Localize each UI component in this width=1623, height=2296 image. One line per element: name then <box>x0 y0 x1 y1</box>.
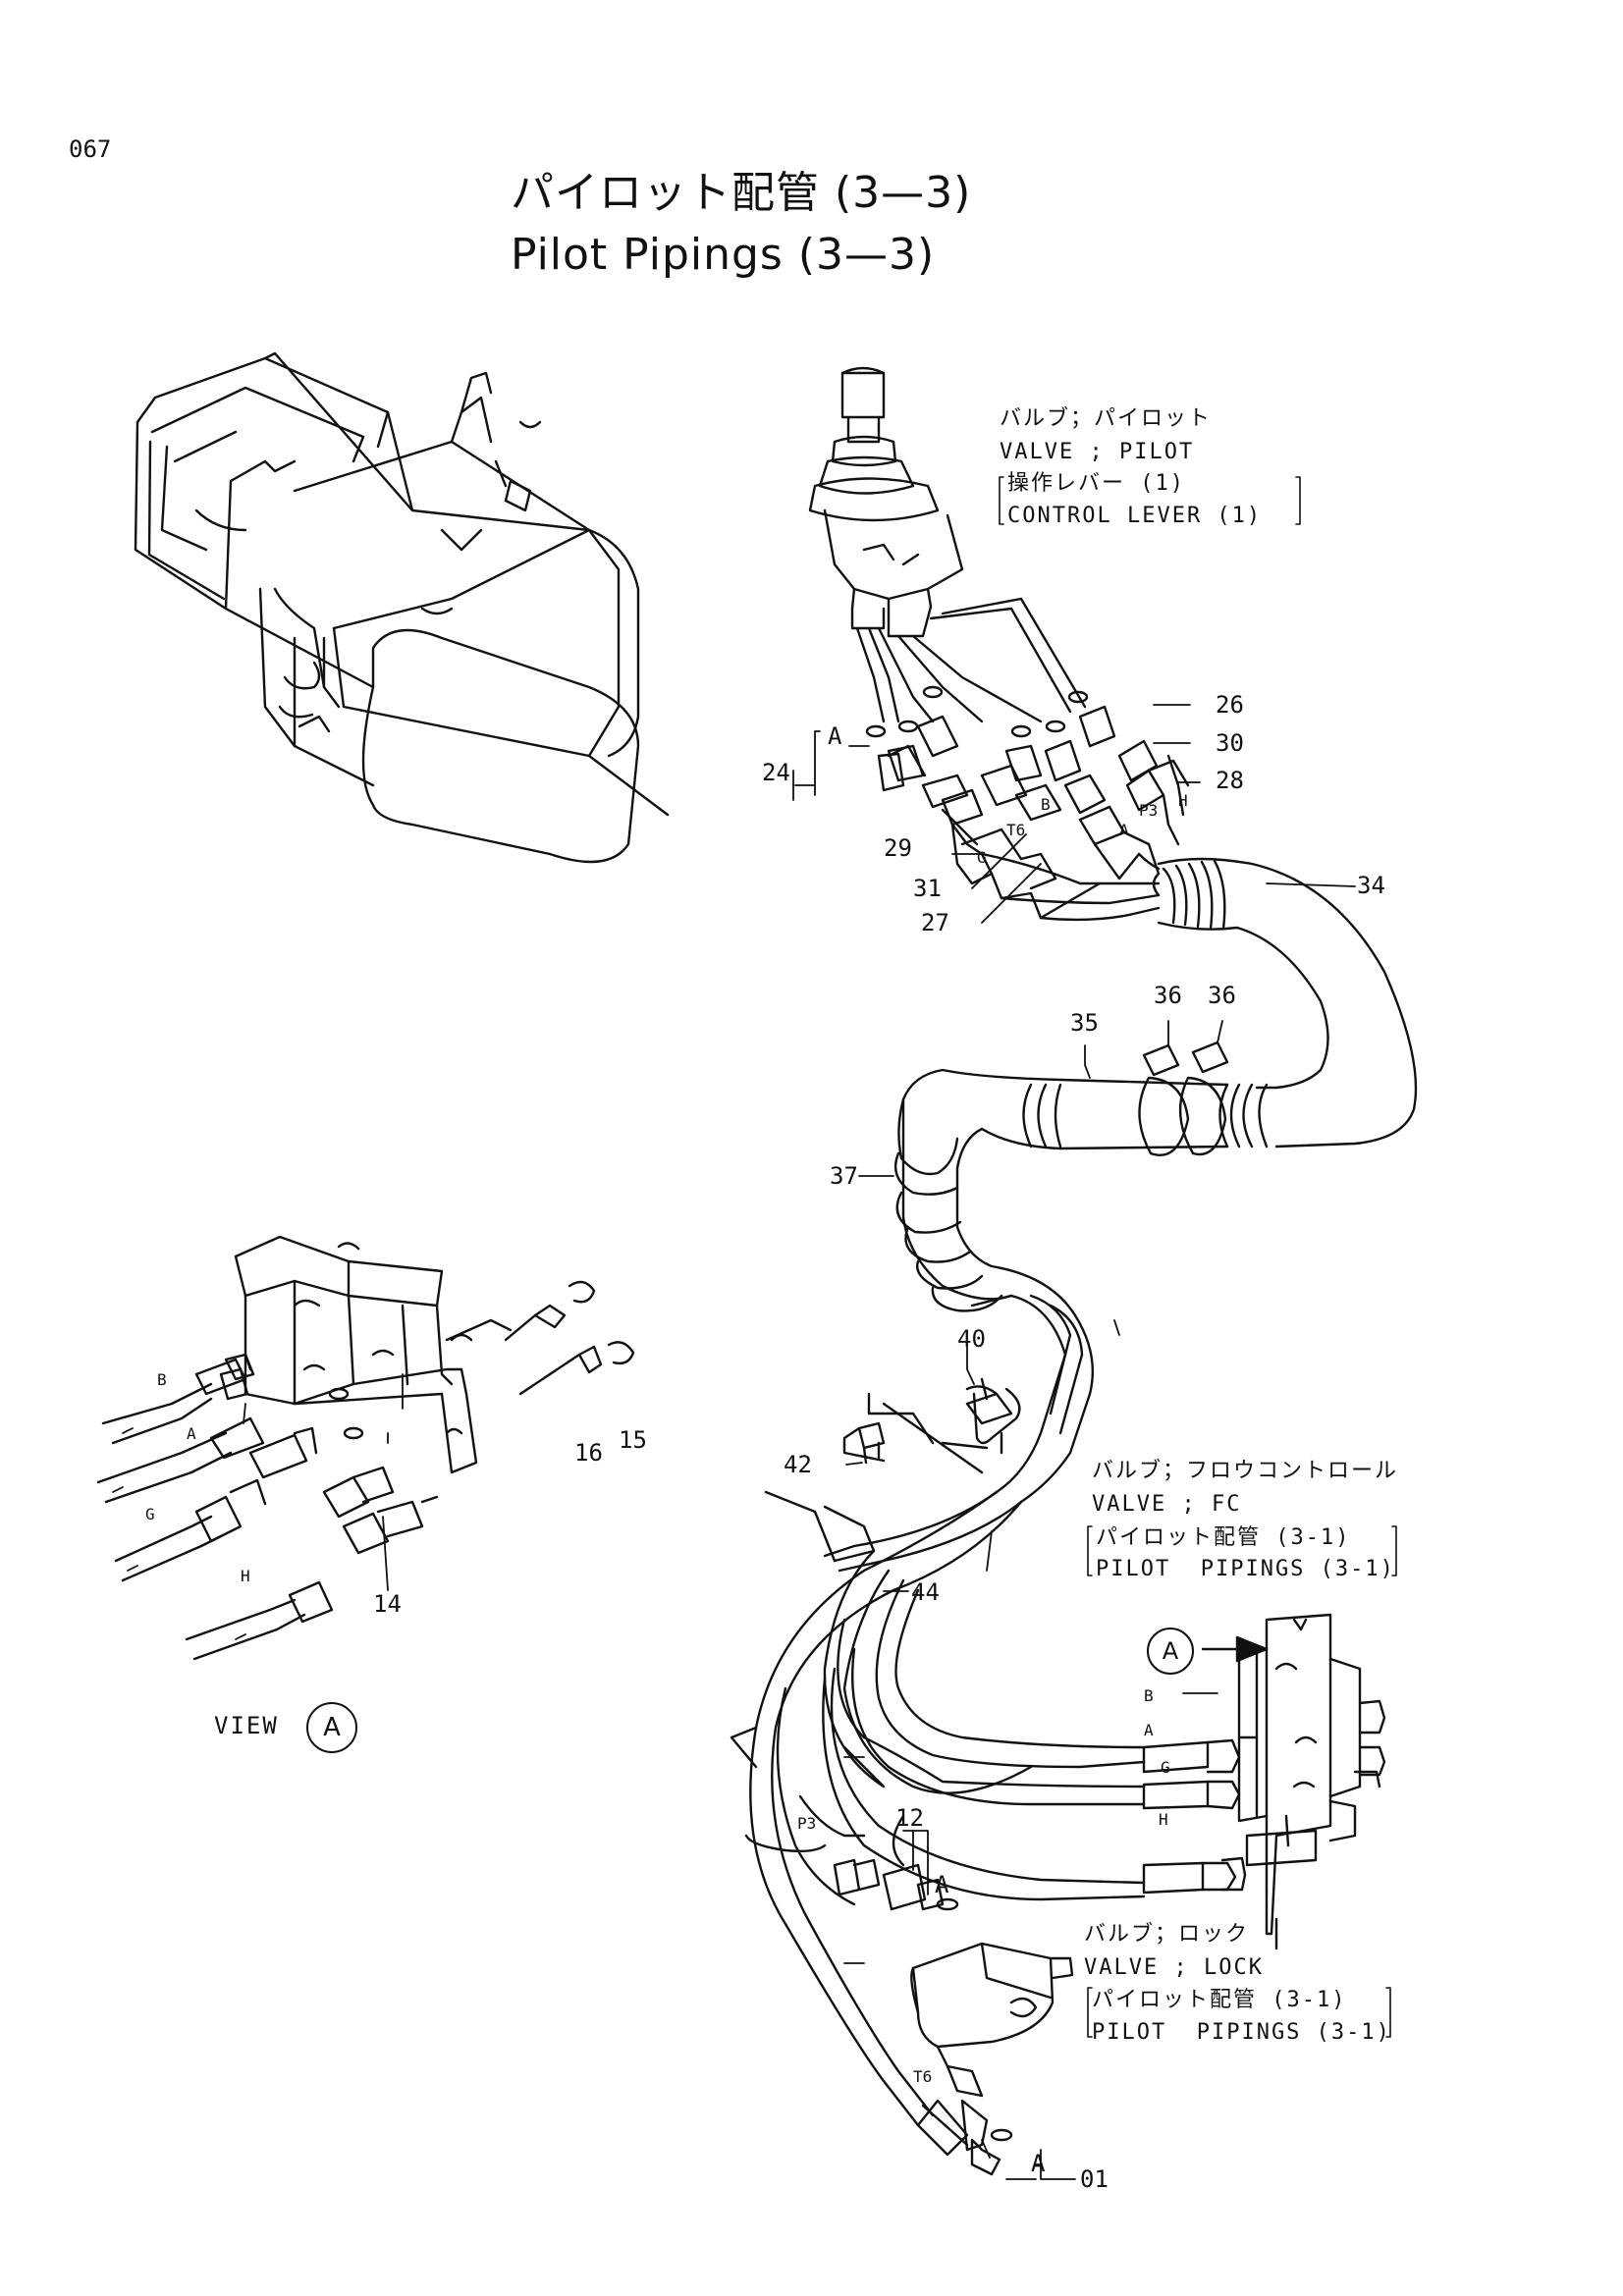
part-number-30: 30 <box>1216 729 1244 757</box>
fc-valve-ref-jp: パイロット配管 (3-1) <box>1096 1525 1351 1550</box>
lower-hoses-drawing <box>730 1490 1241 2127</box>
view-caption-circle: A <box>306 1702 357 1753</box>
fc-valve-note-jp: バルブ；フロウコントロール <box>1092 1459 1399 1483</box>
fc-valve-note-en: VALVE ; FC <box>1092 1492 1242 1517</box>
hose-label-t6-top: T6 <box>1006 821 1026 839</box>
lock-valve-ref-en: PILOT PIPINGS (3-1) <box>1092 2020 1391 2045</box>
part-number-42: 42 <box>784 1451 812 1478</box>
pilot-valve-ref-jp: 操作レバー (1) <box>1007 471 1185 496</box>
hose-label-b-fc: B <box>1144 1686 1154 1705</box>
part-number-12: 12 <box>895 1804 924 1832</box>
hose-label-t6: T6 <box>913 2067 933 2086</box>
hose-label-h-fc: H <box>1159 1810 1168 1829</box>
pilot-valve-drawing <box>808 366 1087 723</box>
part-number-15: 15 <box>619 1426 647 1454</box>
page-number: 067 <box>69 135 112 163</box>
part-number-01: 01 <box>1080 2165 1109 2193</box>
part-number-35: 35 <box>1070 1009 1099 1037</box>
part-number-36-left: 36 <box>1154 982 1182 1009</box>
view-a-drawing <box>96 1235 635 1661</box>
view-hose-label-a: A <box>187 1424 196 1443</box>
part-number-31: 31 <box>913 875 942 902</box>
hose-label-a-top-2: A <box>1119 821 1129 839</box>
view-a-arrow <box>1201 1635 1269 1663</box>
part-number-16: 16 <box>574 1439 603 1467</box>
view-caption-label: VIEW <box>214 1712 279 1739</box>
pilot-fittings-drawing <box>865 685 1190 922</box>
hose-label-a-fc: A <box>1144 1721 1154 1739</box>
part-number-26: 26 <box>1216 691 1244 719</box>
excavator-overview-drawing <box>134 351 670 864</box>
pilot-valve-note-jp: バルブ；パイロット <box>1000 406 1213 431</box>
fc-valve-drawing <box>1220 1613 1386 1950</box>
page-title-japanese: パイロット配管 (3—3) <box>511 168 972 218</box>
pilot-valve-note-en: VALVE ; PILOT <box>1000 440 1195 464</box>
part-number-14: 14 <box>373 1590 402 1618</box>
hose-label-a-lock: A <box>935 1871 949 1898</box>
part-number-34: 34 <box>1357 872 1385 899</box>
note-brackets <box>999 476 1397 2038</box>
lock-valve-drawing <box>833 1858 1074 2176</box>
lock-valve-note-en: VALVE ; LOCK <box>1084 1955 1264 1980</box>
clamps-drawing <box>764 1385 999 1563</box>
hose-label-b-top: B <box>1041 795 1051 814</box>
part-number-44: 44 <box>911 1578 940 1606</box>
hose-label-g-top: G <box>977 848 987 867</box>
view-hose-label-b: B <box>157 1370 167 1389</box>
hose-label-a-top: A <box>828 722 842 750</box>
part-number-36-right: 36 <box>1208 982 1236 1009</box>
hose-bundle-drawing <box>823 857 1418 1573</box>
hose-label-g-fc: G <box>1161 1758 1170 1777</box>
part-number-24: 24 <box>762 759 790 786</box>
view-hose-label-g: G <box>145 1505 155 1523</box>
leader-lines <box>112 704 1356 2180</box>
view-a-marker-letter: A <box>1162 1637 1179 1665</box>
hose-label-h-top: H <box>1178 791 1188 810</box>
part-number-37: 37 <box>830 1162 858 1190</box>
lock-valve-ref-jp: パイロット配管 (3-1) <box>1092 1988 1347 2012</box>
part-number-40: 40 <box>957 1325 986 1353</box>
part-number-27: 27 <box>921 909 949 936</box>
page-title-english: Pilot Pipings (3—3) <box>511 230 936 280</box>
pilot-valve-ref-en: CONTROL LEVER (1) <box>1007 504 1263 528</box>
lock-valve-note-jp: バルブ；ロック <box>1084 1922 1250 1947</box>
view-caption-letter: A <box>323 1713 341 1742</box>
hose-label-p3-top: P3 <box>1139 801 1159 820</box>
hose-label-a-bottom: A <box>1031 2150 1046 2177</box>
hose-label-p3: P3 <box>797 1814 817 1833</box>
view-hose-label-h: H <box>241 1567 250 1585</box>
fc-valve-ref-en: PILOT PIPINGS (3-1) <box>1096 1557 1395 1581</box>
view-a-marker-circle: A <box>1147 1628 1194 1675</box>
part-number-28: 28 <box>1216 767 1244 794</box>
part-number-29: 29 <box>884 834 912 862</box>
